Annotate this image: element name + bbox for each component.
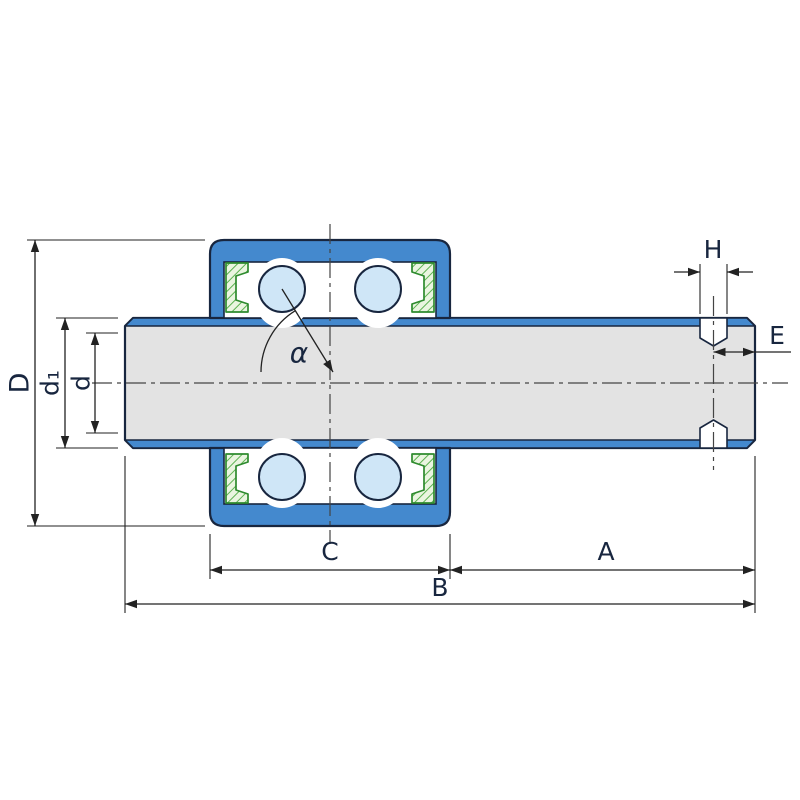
seal-bottom-left: [225, 453, 249, 504]
dim-label-overall-length: B: [431, 573, 448, 602]
dim-label-shaft-diameter: d: [67, 375, 96, 391]
ball-top-right: [354, 265, 402, 313]
shaft-surface-strip-top: [124, 317, 756, 327]
seal-top-right: [411, 262, 435, 313]
dim-label-contact-angle: α: [290, 337, 309, 370]
dim-label-shaft-extension: A: [597, 537, 614, 566]
seal-bottom-right: [411, 453, 435, 504]
dim-label-hole-end-distance: E: [769, 321, 785, 350]
contact-angle-arc: [260, 310, 296, 373]
dim-label-bearing-width: C: [321, 537, 338, 566]
contact-angle-line: [281, 288, 334, 373]
dim-label-outer-diameter: D: [5, 373, 36, 394]
shaft-surface-strip-bottom: [124, 439, 756, 449]
seal-top-left: [225, 262, 249, 313]
dim-label-hole-width: H: [704, 235, 723, 264]
dim-label-shoulder-diameter: d₁: [36, 370, 65, 396]
ball-bottom-left: [258, 453, 306, 501]
ball-bottom-right: [354, 453, 402, 501]
